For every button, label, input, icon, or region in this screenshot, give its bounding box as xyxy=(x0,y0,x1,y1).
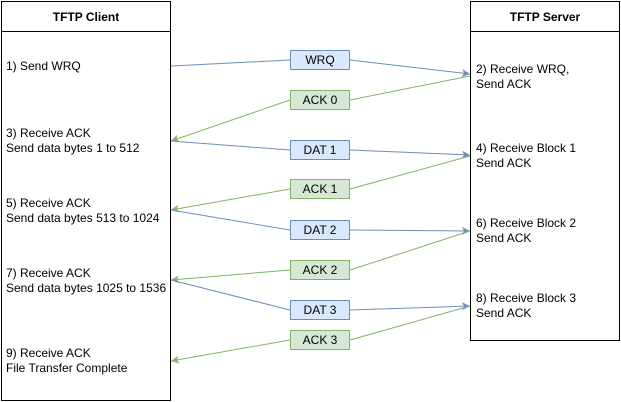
arrow-ack-0-end xyxy=(170,99,291,143)
client-step-9: 9) Receive ACK File Transfer Complete xyxy=(6,346,128,375)
server-step-4: 4) Receive Block 1 Send ACK xyxy=(476,141,577,170)
message-wrq: WRQ xyxy=(290,50,350,70)
arrow-dat-1-start xyxy=(170,140,291,151)
arrow-ack-2-end xyxy=(170,269,291,284)
message-ack-2: ACK 2 xyxy=(290,260,350,280)
arrow-dat-1-end xyxy=(349,149,471,159)
server-step-6: 6) Receive Block 2 Send ACK xyxy=(476,216,577,245)
server-step-2: 2) Receive WRQ, Send ACK xyxy=(476,62,570,91)
arrow-ack-1-start xyxy=(349,155,471,190)
arrow-dat-3-end xyxy=(349,302,471,311)
arrow-ack-2-start xyxy=(349,230,471,271)
arrow-dat-2-start xyxy=(170,209,291,231)
server-title: TFTP Server xyxy=(471,2,619,32)
tftp-server-lifeline: TFTP Server xyxy=(470,1,620,341)
tftp-client-lifeline: TFTP Client xyxy=(1,1,171,401)
arrow-wrq-end xyxy=(349,59,471,78)
arrow-dat-3-start xyxy=(170,279,291,311)
arrow-ack-3-end xyxy=(170,339,291,364)
message-ack-1: ACK 1 xyxy=(290,179,350,199)
message-dat-3: DAT 3 xyxy=(290,300,350,320)
arrow-dat-2-end xyxy=(349,226,471,235)
message-ack-3: ACK 3 xyxy=(290,330,350,350)
client-title: TFTP Client xyxy=(2,2,170,32)
client-step-1: 1) Send WRQ xyxy=(6,59,81,73)
arrow-ack-1-end xyxy=(170,188,291,213)
client-step-5: 5) Receive ACK Send data bytes 513 to 10… xyxy=(6,196,160,225)
message-dat-2: DAT 2 xyxy=(290,220,350,240)
client-step-7: 7) Receive ACK Send data bytes 1025 to 1… xyxy=(6,266,167,295)
server-step-8: 8) Receive Block 3 Send ACK xyxy=(476,291,577,320)
arrow-wrq-start xyxy=(170,59,291,67)
arrow-ack-0-start xyxy=(349,75,471,101)
client-step-3: 3) Receive ACK Send data bytes 1 to 512 xyxy=(6,126,140,155)
message-ack-0: ACK 0 xyxy=(290,90,350,110)
message-dat-1: DAT 1 xyxy=(290,140,350,160)
arrow-ack-3-start xyxy=(349,305,471,341)
